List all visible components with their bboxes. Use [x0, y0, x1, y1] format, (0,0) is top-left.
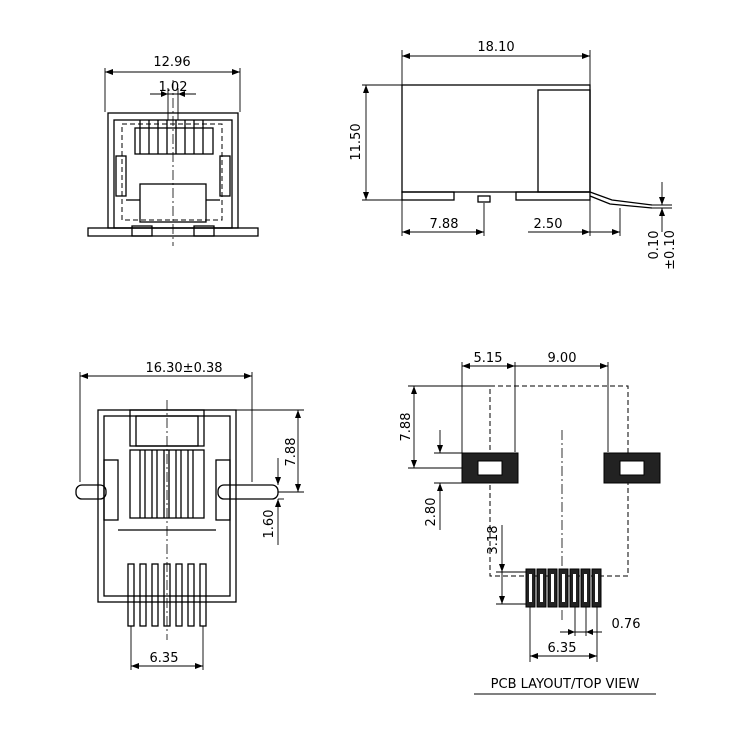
- bottom-peg-height-label: 1.60: [262, 510, 277, 539]
- side-tail-label: 2.50: [534, 217, 563, 232]
- front-width-label: 12.96: [153, 55, 190, 70]
- side-view: 18.10 11.50 7.88 2.50: [349, 40, 678, 270]
- pcb-layout: 5.15 9.00 7.88 2.80 3.18: [399, 351, 661, 695]
- pcb-pad-spacing-label: 9.00: [548, 351, 577, 366]
- pcb-pad-height-label: 2.80: [424, 498, 439, 527]
- pcb-caption: PCB LAYOUT/TOP VIEW: [491, 677, 640, 692]
- pcb-pin-pitch-label: 0.76: [612, 617, 641, 632]
- pcb-pin-span-label: 6.35: [548, 641, 577, 656]
- side-standoff-tol-label: ±0.10: [663, 230, 678, 270]
- front-view: 12.96 1.02: [87, 55, 259, 246]
- pcb-pad-row-label: 7.88: [399, 413, 414, 442]
- pcb-pad-edge-label: 5.15: [474, 351, 503, 366]
- bottom-peg-offset-label: 7.88: [284, 438, 299, 467]
- side-post-label: 7.88: [430, 217, 459, 232]
- side-length-label: 18.10: [477, 40, 514, 55]
- side-height-label: 11.50: [349, 123, 364, 160]
- bottom-width-label: 16.30±0.38: [145, 361, 222, 376]
- side-standoff-label: 0.10: [647, 231, 662, 260]
- bottom-pin-span-label: 6.35: [150, 651, 179, 666]
- bottom-view: 16.30±0.38: [75, 361, 304, 670]
- pcb-pin-row-label: 3.18: [486, 526, 501, 555]
